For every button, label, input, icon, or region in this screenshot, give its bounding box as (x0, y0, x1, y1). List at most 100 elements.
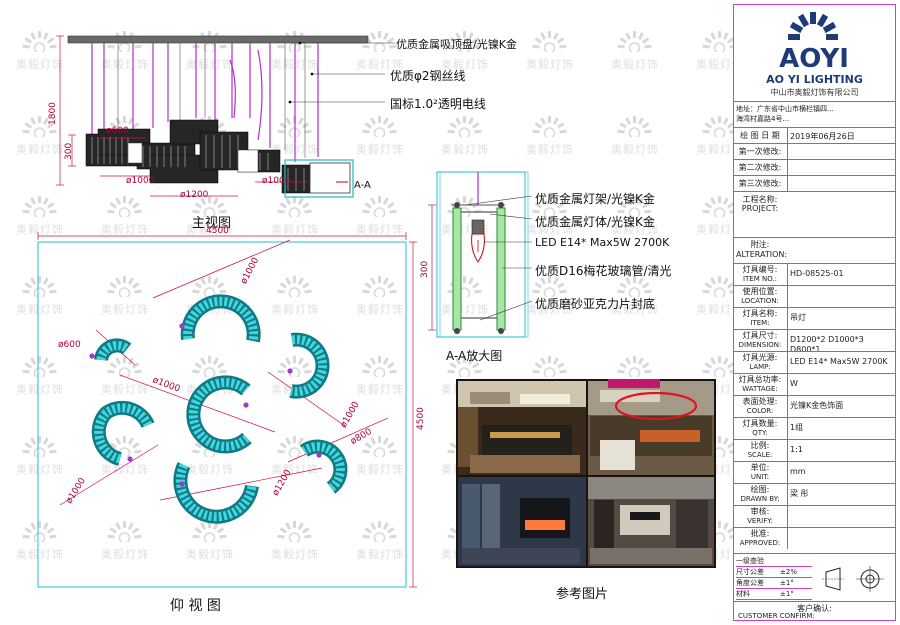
field-label: 灯具尺寸: (742, 331, 778, 340)
title-block-row: 单位:UNIT:mm (734, 461, 895, 483)
watermark-text: 奥毅灯饰 (186, 58, 234, 71)
title-block-row: 灯具编号:ITEM NO.:HD-08525-01 (734, 263, 895, 285)
field-label: 灯具总功率: (738, 375, 782, 384)
dim-bottom-height: 4500 (416, 407, 426, 430)
projection-symbol (822, 566, 884, 592)
tb-rev-3: 第三次修改: (734, 175, 895, 191)
watermark-sun-icon (22, 196, 57, 219)
company-name-en: AO YI LIGHTING (766, 73, 863, 86)
title-block-row: 灯具光源:LAMP:LED E14* Max5W 2700K (734, 351, 895, 373)
watermark-text: 奥毅灯饰 (356, 463, 404, 476)
watermark-sun-icon (362, 356, 397, 379)
section-mark: A-A (354, 180, 371, 191)
callout-frame: 优质金属灯架/光镍K金 (535, 192, 655, 206)
watermark-sun-icon (107, 356, 142, 379)
watermark-text: 奥毅灯饰 (16, 303, 64, 316)
ceiling-canopy (67, 35, 369, 44)
watermark-sun-icon (277, 521, 312, 544)
dim-bottom-width: 4500 (206, 226, 229, 236)
watermark-text: 奥毅灯饰 (611, 223, 659, 236)
watermark-sun-icon (702, 356, 737, 379)
watermark-sun-icon (617, 276, 652, 299)
callout-glass: 优质D16梅花玻璃管/清光 (535, 264, 672, 278)
field-label: 灯具名称: (742, 309, 778, 318)
bottom-view-frame (37, 241, 407, 588)
tb-customer: 客户确认: CUSTOMER CONFIRM: (734, 601, 895, 622)
field-value: LED E14* Max5W 2700K (790, 357, 888, 366)
watermark-text: 奥毅灯饰 (696, 143, 744, 156)
watermark-mark: 奥毅灯饰 (95, 520, 155, 562)
watermark-text: 奥毅灯饰 (16, 463, 64, 476)
watermark-sun-icon (447, 116, 482, 139)
title-block-row: 使用位置:LOCATION: (734, 285, 895, 307)
field-label-en: ITEM NO.: (742, 275, 778, 283)
watermark-text: 奥毅灯饰 (441, 58, 489, 71)
dim-height-1800: 1800 (48, 102, 58, 125)
watermark-sun-icon (107, 196, 142, 219)
title-block-row: 灯具数量:QTY:1组 (734, 417, 895, 439)
watermark-text: 奥毅灯饰 (101, 303, 149, 316)
dim-height-300: 300 (64, 142, 74, 160)
watermark-text: 奥毅灯饰 (271, 303, 319, 316)
watermark-text: 奥毅灯饰 (271, 548, 319, 561)
field-label-en: ITEM: (750, 319, 770, 327)
watermark-sun-icon (532, 31, 567, 54)
watermark-sun-icon (617, 196, 652, 219)
watermark-mark: 奥毅灯饰 (10, 520, 70, 562)
watermark-text: 奥毅灯饰 (526, 303, 574, 316)
watermark-text: 奥毅灯饰 (356, 223, 404, 236)
watermark-mark: 奥毅灯饰 (10, 435, 70, 477)
address-text: 地址：广东省中山市横栏镇四... (736, 105, 834, 113)
watermark-sun-icon (22, 276, 57, 299)
watermark-mark: 奥毅灯饰 (265, 195, 325, 237)
detail-view-caption: A-A放大图 (446, 349, 503, 363)
watermark-mark: 奥毅灯饰 (95, 195, 155, 237)
watermark-sun-icon (447, 31, 482, 54)
watermark-text: 奥毅灯饰 (526, 143, 574, 156)
tolerance-value: ±2% (780, 568, 797, 576)
watermark-sun-icon (192, 356, 227, 379)
watermark-mark: 奥毅灯饰 (265, 275, 325, 317)
field-label-en: DIMENSION: (738, 341, 782, 349)
project-label: 工程名称: (742, 195, 778, 204)
watermark-mark: 奥毅灯饰 (435, 30, 495, 72)
watermark-text: 奥毅灯饰 (611, 143, 659, 156)
date-label: 绘 图 日 期 (740, 131, 780, 140)
watermark-sun-icon (22, 116, 57, 139)
tb-rev-1: 第一次修改: (734, 143, 895, 159)
watermark-mark: 奥毅灯饰 (605, 30, 665, 72)
field-value: 1:1 (790, 445, 803, 454)
customer-label: 客户确认: (797, 604, 832, 613)
watermark-text: 奥毅灯饰 (356, 143, 404, 156)
tb-rev-2: 第二次修改: (734, 159, 895, 175)
watermark-text: 奥毅灯饰 (526, 223, 574, 236)
watermark-mark: 奥毅灯饰 (605, 115, 665, 157)
watermark-mark: 奥毅灯饰 (605, 275, 665, 317)
remarks-label-en: ALTERATION: (736, 250, 788, 259)
callout-lamp: LED E14* Max5W 2700K (535, 236, 670, 249)
field-value: D1200*2 D1000*3 D800*1 (790, 335, 864, 354)
watermark-sun-icon (192, 276, 227, 299)
watermark-text: 奥毅灯饰 (271, 463, 319, 476)
watermark-text: 奥毅灯饰 (441, 143, 489, 156)
tolerance-row: 一级查验 (736, 556, 812, 567)
watermark-mark: 奥毅灯饰 (10, 355, 70, 397)
tolerance-table: 一级查验尺寸公差±2%角度公差±1°材料±1° (736, 556, 812, 600)
watermark-text: 奥毅灯饰 (16, 383, 64, 396)
tb-remarks: 附注: ALTERATION: (734, 237, 895, 263)
watermark-text: 奥毅灯饰 (356, 383, 404, 396)
title-block-row: 灯具总功率:WATTAGE:W (734, 373, 895, 395)
watermark-sun-icon (277, 276, 312, 299)
field-label: 批准: (750, 529, 770, 538)
field-label: 灯具光源: (742, 353, 778, 362)
watermark-text: 奥毅灯饰 (101, 383, 149, 396)
callout-steel-wire: 优质φ2钢丝线 (390, 69, 466, 83)
watermark-mark: 奥毅灯饰 (605, 195, 665, 237)
watermark-sun-icon (107, 521, 142, 544)
callout-body: 优质金属灯体/光镍K金 (535, 215, 655, 229)
watermark-sun-icon (22, 31, 57, 54)
bottom-view-caption: 仰 视 图 (170, 598, 221, 614)
field-label: 绘图: (750, 485, 770, 494)
watermark-text: 奥毅灯饰 (526, 58, 574, 71)
field-value: 光镍K金色饰面 (790, 401, 844, 410)
